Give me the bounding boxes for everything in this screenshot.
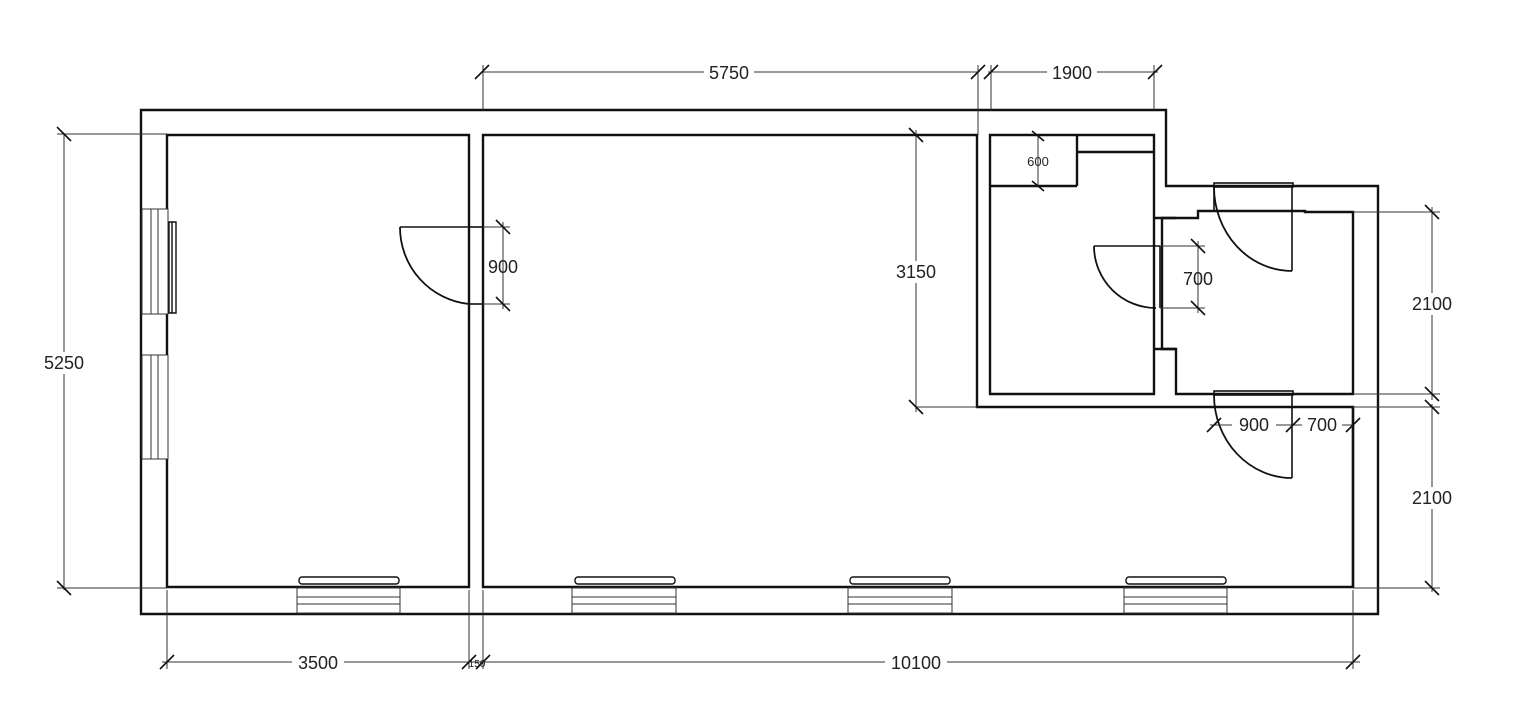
radiator-left	[168, 221, 177, 314]
radiator-bottom-4	[1125, 576, 1227, 585]
right-room-inner-wall	[1160, 209, 1355, 396]
radiator-bottom-3	[849, 576, 951, 585]
dim-hall-depth: 3150	[896, 262, 936, 282]
dim-bottom-wall: 150	[469, 659, 486, 670]
window-bottom-3	[847, 587, 953, 614]
walls	[139, 108, 1380, 616]
dim-door-entry: 900	[1239, 415, 1269, 435]
window-bottom-4	[1123, 587, 1228, 614]
dim-top-side: 1900	[1052, 63, 1092, 83]
door-entry-swing	[1213, 394, 1293, 479]
dim-closet-depth: 600	[1027, 154, 1049, 169]
left-windows	[141, 208, 177, 460]
window-left-upper	[141, 208, 169, 315]
window-bottom-1	[296, 587, 401, 614]
dim-bottom-main: 10100	[891, 653, 941, 673]
dim-right-upper: 2100	[1412, 294, 1452, 314]
dim-top-main: 5750	[709, 63, 749, 83]
dim-entry-side: 700	[1307, 415, 1337, 435]
left-room-inner-wall	[165, 133, 471, 589]
radiator-bottom-2	[574, 576, 676, 585]
main-hall-inner-wall	[481, 133, 1355, 589]
dim-door-bath: 700	[1183, 269, 1213, 289]
door-right-swing	[1213, 186, 1293, 272]
doors	[399, 182, 1294, 479]
dim-bottom-left: 3500	[298, 653, 338, 673]
bottom-windows	[296, 576, 1228, 614]
dimension-labels: 5750 1900 5250 600 900 3150 700 2100 210…	[38, 62, 1457, 673]
dimension-lines	[56, 64, 1440, 670]
door-entry-frame	[1213, 390, 1294, 396]
radiator-bottom-1	[298, 576, 400, 585]
bathroom-inner-wall	[988, 133, 1156, 396]
dim-left-height: 5250	[44, 353, 84, 373]
door-bath-swing	[1093, 245, 1157, 309]
window-bottom-2	[571, 587, 677, 614]
door-living-swing	[399, 226, 470, 305]
dim-right-lower: 2100	[1412, 488, 1452, 508]
outer-wall	[139, 108, 1380, 616]
door-right-frame	[1213, 182, 1294, 188]
dim-door-living: 900	[488, 257, 518, 277]
window-left-lower	[141, 354, 169, 460]
